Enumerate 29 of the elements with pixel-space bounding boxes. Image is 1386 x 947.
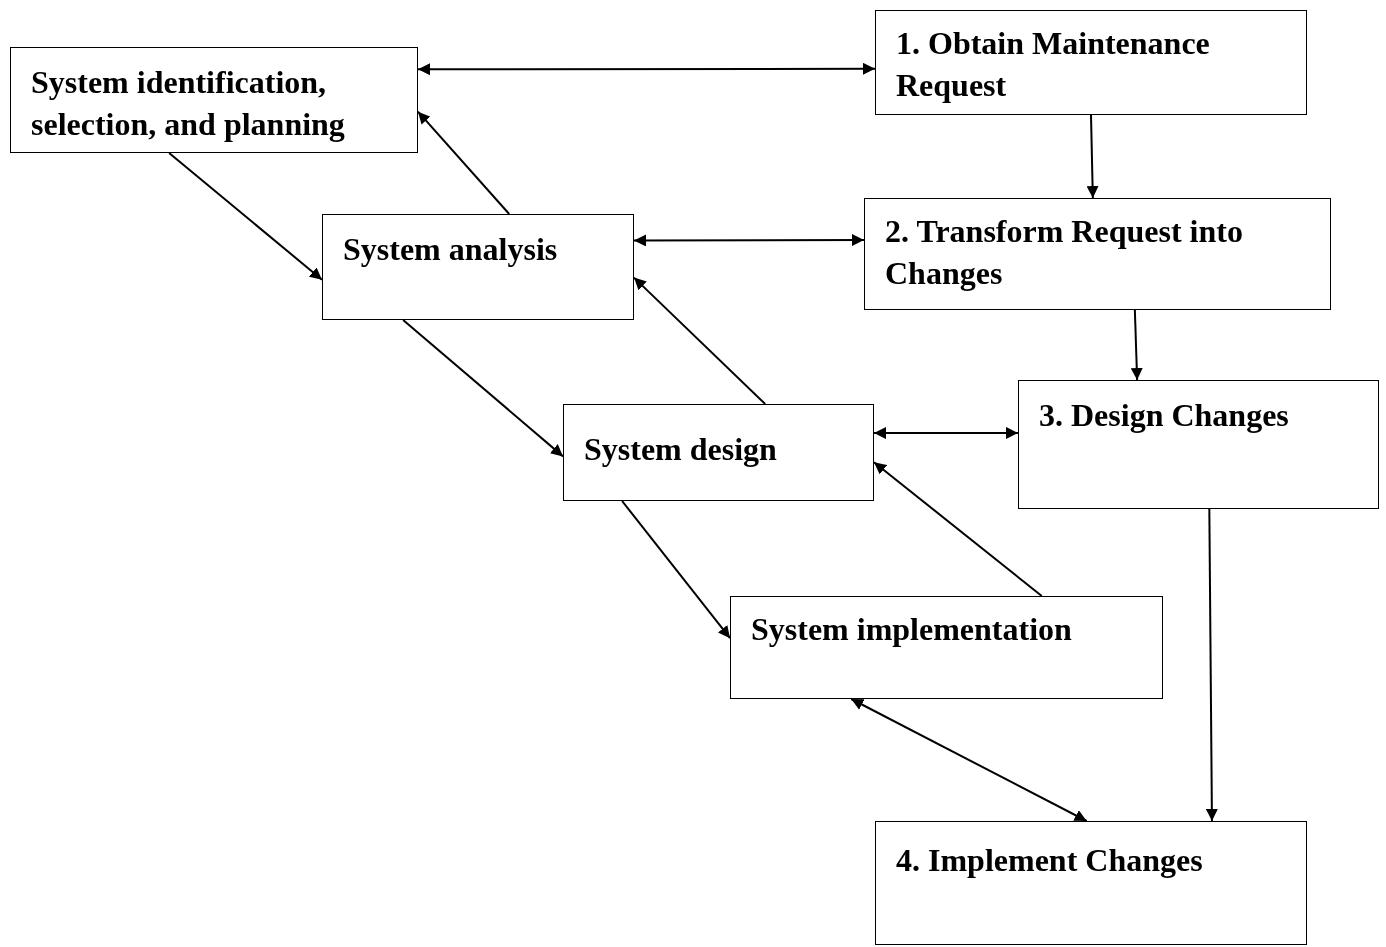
process-box: [730, 596, 1163, 699]
process-box: [875, 10, 1307, 115]
box-label: 2. Transform Request into Changes: [885, 212, 1244, 293]
process-box: [864, 198, 1331, 310]
arrow: [1130, 309, 1143, 381]
process-box: [1018, 380, 1379, 509]
process-box: [10, 47, 418, 153]
box-label: 3. Design Changes: [1039, 396, 1290, 435]
box-label: 4. Implement Changes: [896, 841, 1204, 880]
arrow: [873, 461, 1043, 597]
arrow: [402, 319, 564, 458]
box-label: System implementation: [751, 610, 1073, 649]
arrow: [168, 152, 323, 281]
arrow: [873, 426, 1019, 440]
process-box: [875, 821, 1307, 945]
arrow: [633, 276, 767, 405]
arrow: [1086, 114, 1099, 199]
arrow: [850, 698, 1088, 822]
arrow: [417, 110, 511, 215]
process-box: [322, 214, 634, 320]
arrow: [1205, 508, 1218, 822]
process-box: [563, 404, 874, 501]
box-label: 1. Obtain Maintenance Request: [896, 24, 1211, 105]
box-label: System design: [584, 430, 778, 469]
box-label: System analysis: [343, 230, 559, 269]
arrow: [417, 62, 876, 76]
box-label: System identification, selection, and planning: [31, 63, 346, 144]
arrow: [633, 234, 865, 247]
arrow: [621, 500, 731, 640]
